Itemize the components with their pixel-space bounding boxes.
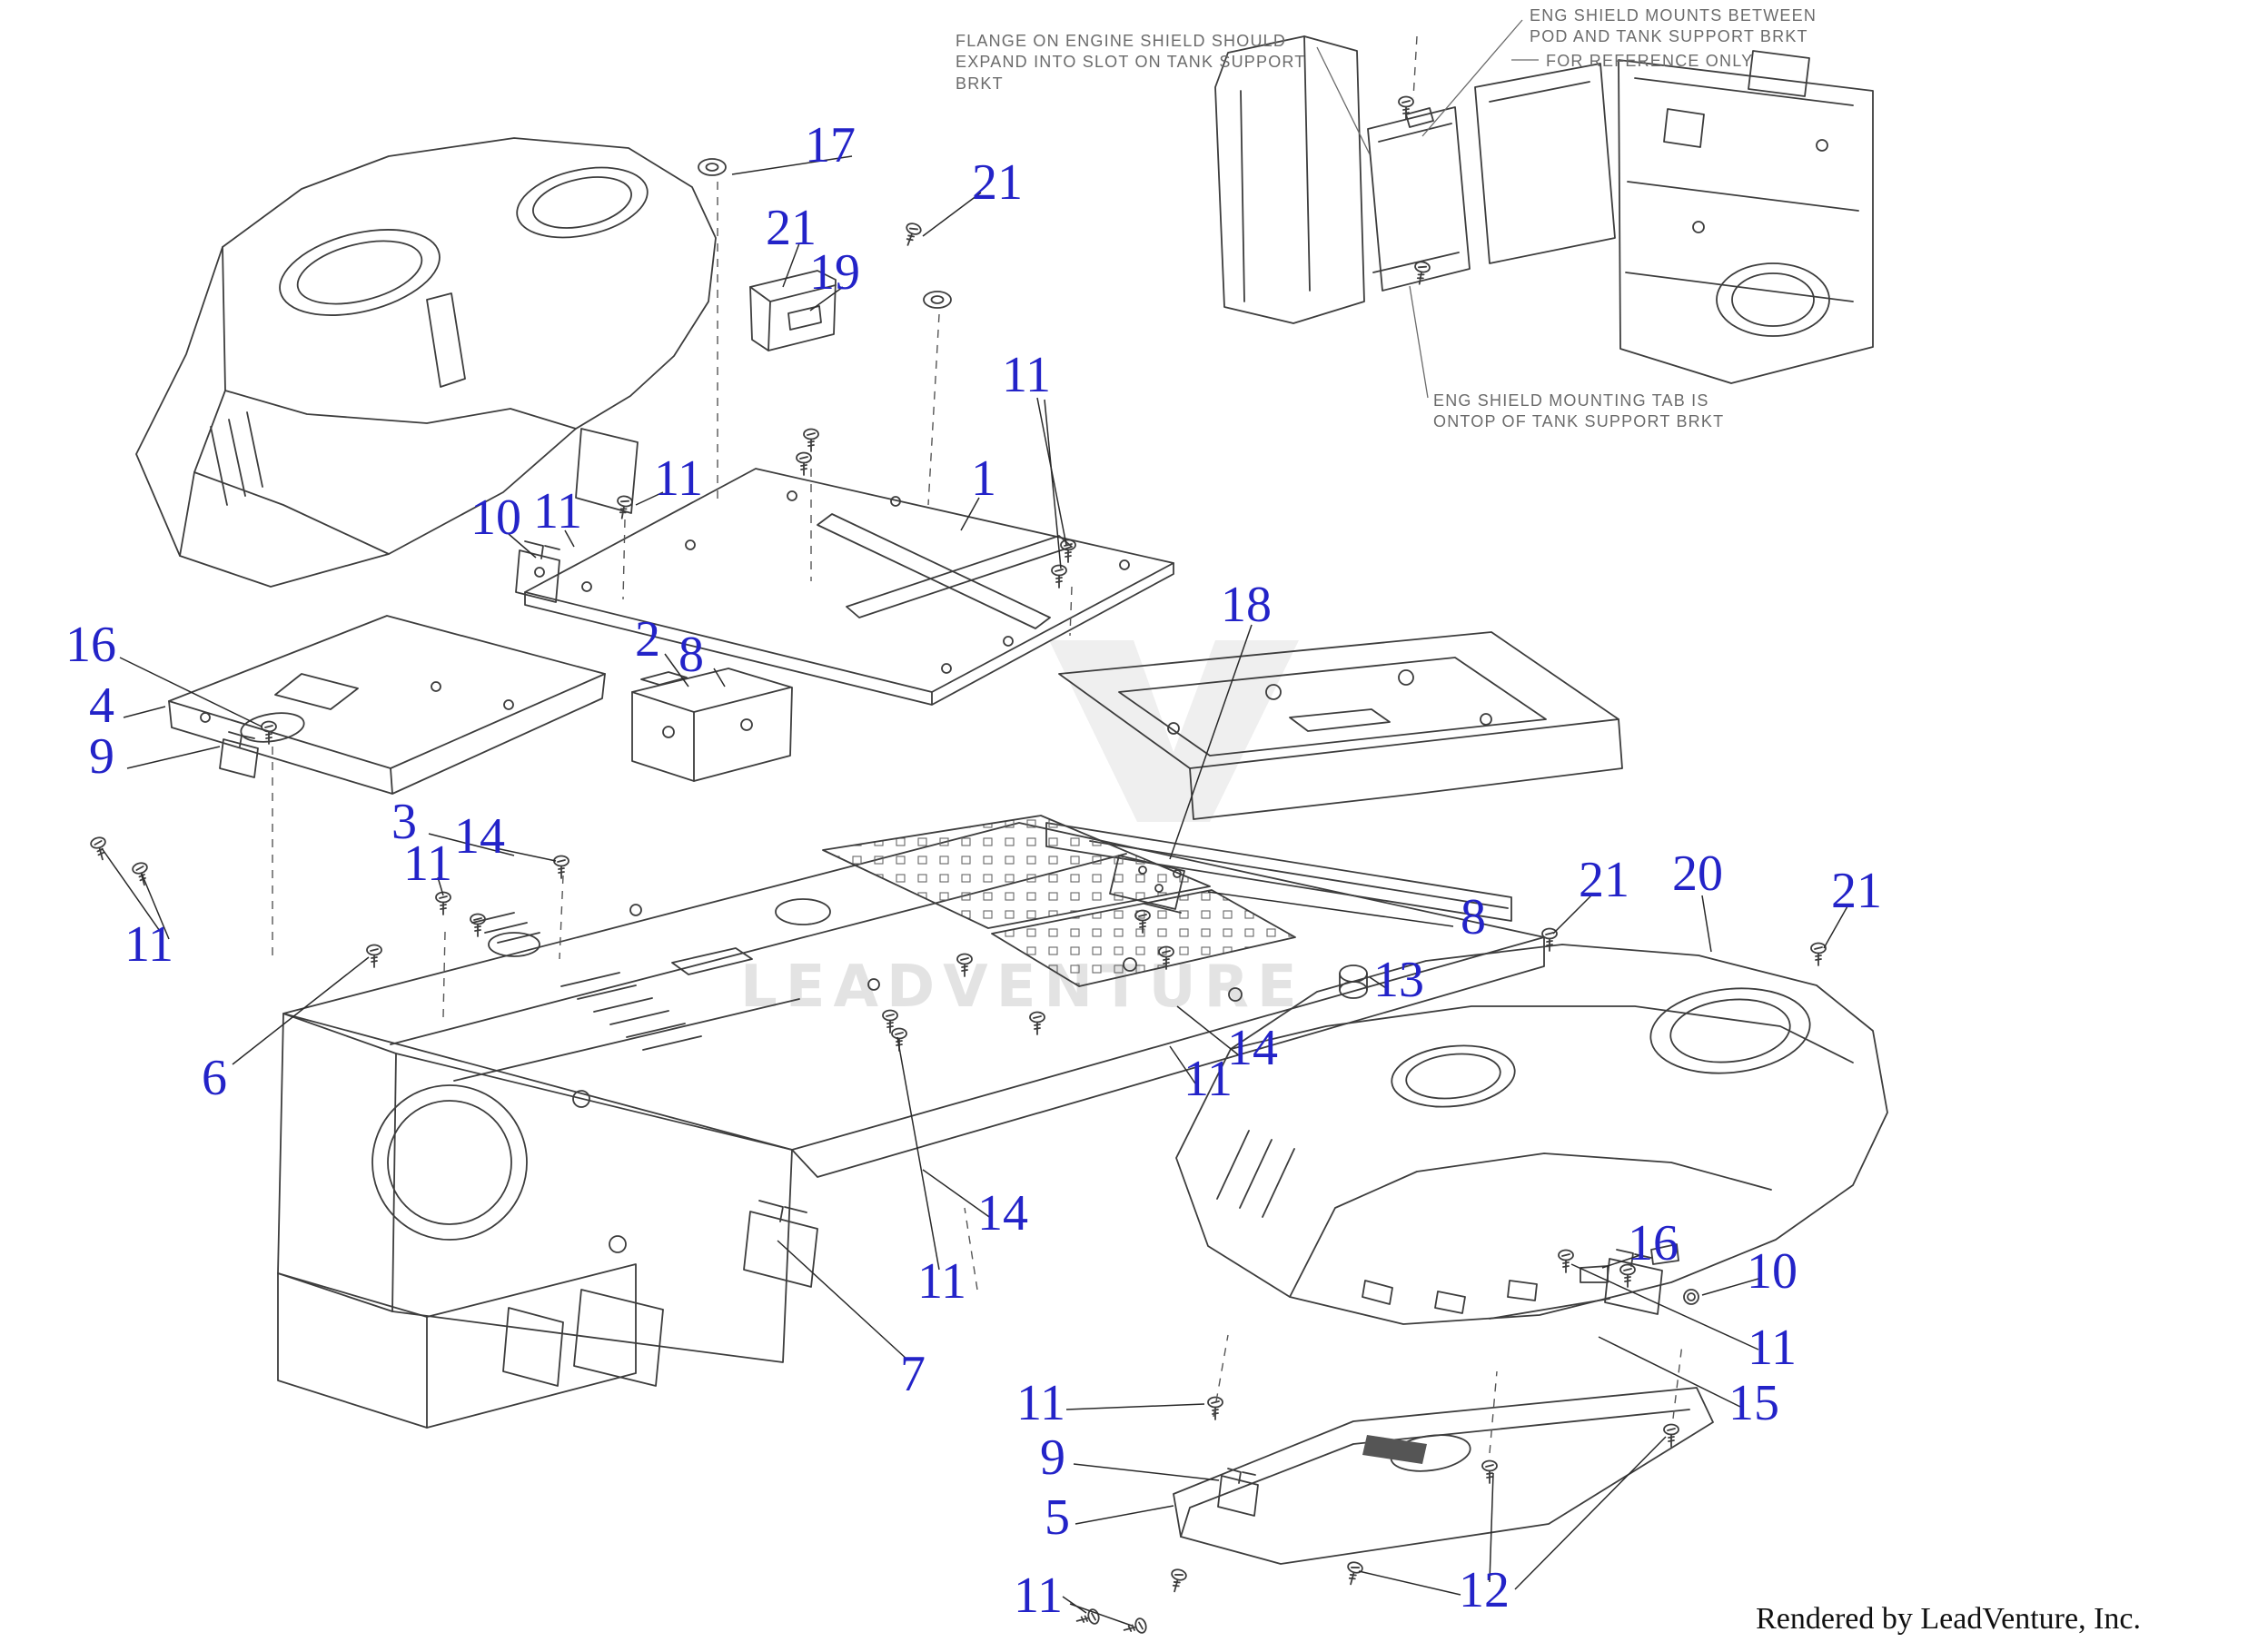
right-body-panel-drawing bbox=[1175, 944, 1888, 1325]
part-number-callout[interactable]: 11 bbox=[1016, 1375, 1065, 1431]
part-number-callout[interactable]: 3 bbox=[391, 794, 417, 850]
part-number-callout[interactable]: 9 bbox=[1040, 1429, 1065, 1486]
chassis-frame-drawing bbox=[277, 815, 1545, 1429]
seat-deck-drawing bbox=[1058, 631, 1623, 820]
part-number-callout[interactable]: 11 bbox=[1184, 1051, 1233, 1107]
part-number-callout[interactable]: 21 bbox=[766, 200, 817, 256]
part-number-callout[interactable]: 16 bbox=[65, 617, 116, 673]
part-number-callout[interactable]: 21 bbox=[1831, 863, 1882, 919]
annotation-note: FOR REFERENCE ONLY bbox=[1546, 52, 1754, 70]
part-number-callout[interactable]: 10 bbox=[470, 490, 521, 546]
part-number-callout[interactable]: 6 bbox=[202, 1050, 227, 1106]
right-lower-bracket-drawing bbox=[1489, 1249, 1699, 1320]
part-number-callout[interactable]: 7 bbox=[900, 1346, 926, 1402]
part-number-callout[interactable]: 14 bbox=[454, 808, 505, 865]
part-number-callout[interactable]: 11 bbox=[1014, 1568, 1063, 1624]
part-number-callout[interactable]: 21 bbox=[1579, 852, 1629, 908]
part-number-callout[interactable]: 11 bbox=[1748, 1320, 1797, 1376]
annotation-note: ENG SHIELD MOUNTS BETWEEN POD AND TANK S… bbox=[1530, 6, 1817, 46]
part-number-callout[interactable]: 10 bbox=[1747, 1243, 1798, 1300]
part-number-callout[interactable]: 18 bbox=[1221, 577, 1272, 633]
part-number-callout[interactable]: 19 bbox=[809, 244, 860, 301]
center-bracket-drawing bbox=[631, 668, 793, 782]
annotation-leader-lines bbox=[1316, 19, 1539, 399]
left-small-bracket-drawing bbox=[515, 540, 560, 603]
reference-inset-drawing bbox=[1214, 35, 1874, 384]
part-number-callout[interactable]: 4 bbox=[89, 678, 114, 734]
part-number-callout[interactable]: 11 bbox=[403, 836, 452, 892]
floor-pan-drawing bbox=[1173, 1387, 1714, 1565]
part-number-callout[interactable]: 20 bbox=[1672, 846, 1723, 902]
part-number-callout[interactable]: 5 bbox=[1045, 1489, 1070, 1546]
shield-bracket-drawing bbox=[749, 270, 837, 351]
leadventure-watermark: LEADVENTURE bbox=[740, 954, 1305, 1021]
callout-leader-lines bbox=[101, 155, 1848, 1627]
part-number-callout[interactable]: 11 bbox=[654, 450, 703, 507]
part-number-callout[interactable]: 11 bbox=[533, 483, 582, 539]
part-number-callout[interactable]: 17 bbox=[805, 117, 856, 173]
part-number-callout[interactable]: 2 bbox=[635, 611, 660, 668]
part-number-callout[interactable]: 15 bbox=[1728, 1375, 1779, 1431]
watermark-emblem bbox=[1049, 640, 1299, 822]
part-number-callout[interactable]: 12 bbox=[1459, 1562, 1510, 1618]
part-number-callout[interactable]: 14 bbox=[977, 1185, 1028, 1241]
part-number-callout[interactable]: 9 bbox=[89, 728, 114, 785]
part-number-callout[interactable]: 11 bbox=[917, 1253, 966, 1310]
part-number-callout[interactable]: 8 bbox=[678, 627, 704, 683]
part-number-callout[interactable]: 8 bbox=[1461, 889, 1486, 945]
part-number-callout[interactable]: 1 bbox=[971, 450, 996, 507]
rear-fender-drawing bbox=[135, 137, 717, 588]
annotation-note: ENG SHIELD MOUNTING TAB IS ONTOP OF TANK… bbox=[1433, 391, 1725, 431]
part-number-callout[interactable]: 11 bbox=[1002, 347, 1051, 403]
annotation-note: FLANGE ON ENGINE SHIELD SHOULD EXPAND IN… bbox=[956, 32, 1306, 93]
assembly-alignment-lines bbox=[272, 35, 1683, 1454]
part-number-callout[interactable]: 14 bbox=[1227, 1020, 1278, 1076]
rendered-by-credit: Rendered by LeadVenture, Inc. bbox=[1756, 1602, 2141, 1636]
part-number-callout[interactable]: 21 bbox=[972, 154, 1023, 211]
left-support-plate-drawing bbox=[168, 615, 606, 795]
part-number-callout[interactable]: 11 bbox=[124, 916, 173, 973]
top-plate-drawing bbox=[524, 468, 1174, 706]
part-number-callout[interactable]: 16 bbox=[1628, 1215, 1679, 1271]
part-number-callout[interactable]: 13 bbox=[1373, 952, 1424, 1008]
